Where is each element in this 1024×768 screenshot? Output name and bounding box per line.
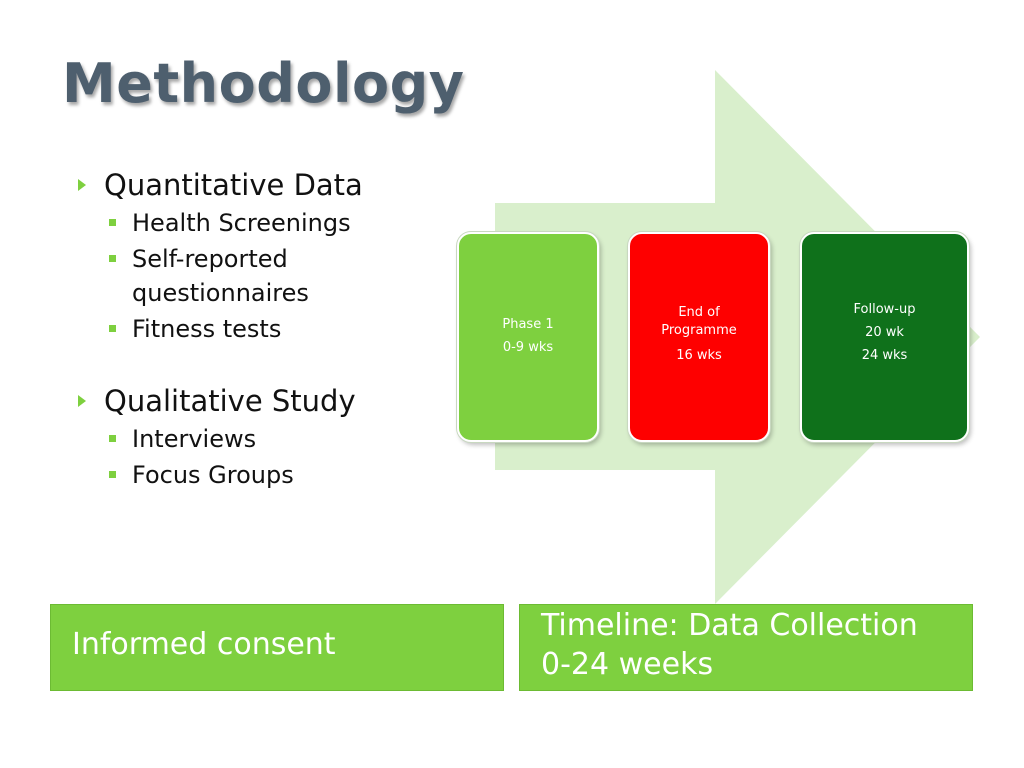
sub-bullet: Health Screenings (76, 206, 476, 240)
banner-timeline: Timeline: Data Collection 0-24 weeks (520, 605, 972, 690)
banner-text-line-1: Timeline: Data Collection (541, 608, 918, 643)
square-bullet-icon (109, 325, 116, 332)
phase-box-line: Phase 1 (502, 317, 554, 332)
phase-box-2: End of Programme 16 wks (628, 232, 770, 442)
phase-box-line: 24 wks (861, 348, 908, 363)
sub-bullet-label: Health Screenings (132, 209, 351, 237)
square-bullet-icon (109, 435, 116, 442)
bullet-qualitative: Qualitative Study (76, 382, 476, 420)
sub-bullet: Self-reported questionnaires (76, 242, 362, 310)
phase-box-line: 0-9 wks (502, 340, 554, 355)
sub-bullet-label: Fitness tests (132, 315, 282, 343)
bullet-label: Qualitative Study (104, 384, 356, 418)
square-bullet-icon (109, 219, 116, 226)
sub-bullet: Focus Groups (76, 458, 476, 492)
phase-box-3: Follow-up 20 wk 24 wks (800, 232, 969, 442)
phase-box-1: Phase 1 0-9 wks (457, 232, 599, 442)
phase-box-line: 20 wk (865, 325, 904, 340)
square-bullet-icon (109, 471, 116, 478)
sub-bullet: Fitness tests (76, 312, 476, 346)
phase-box-line: Programme (661, 323, 737, 338)
phase-box-line: 16 wks (676, 348, 722, 363)
triangle-bullet-icon (78, 179, 86, 191)
bullet-group-quantitative: Quantitative Data Health Screenings Self… (76, 166, 476, 346)
banner-text-line-2: 0-24 weeks (541, 647, 714, 682)
triangle-bullet-icon (78, 395, 86, 407)
square-bullet-icon (109, 255, 116, 262)
sub-bullet: Interviews (76, 422, 476, 456)
slide-title: Methodology (62, 52, 465, 115)
bullet-group-qualitative: Qualitative Study Interviews Focus Group… (76, 382, 476, 492)
sub-bullet-label: Interviews (132, 425, 257, 453)
bullet-list: Quantitative Data Health Screenings Self… (76, 166, 476, 518)
sub-bullet-label: Focus Groups (132, 461, 294, 489)
banner-informed-consent: Informed consent (51, 605, 503, 690)
phase-box-line: Follow-up (853, 302, 916, 317)
bullet-label: Quantitative Data (104, 168, 363, 202)
sub-bullet-label: Self-reported questionnaires (132, 245, 309, 307)
banner-text: Informed consent (72, 627, 336, 662)
phase-box-line: End of (678, 305, 720, 320)
bullet-quantitative: Quantitative Data (76, 166, 476, 204)
